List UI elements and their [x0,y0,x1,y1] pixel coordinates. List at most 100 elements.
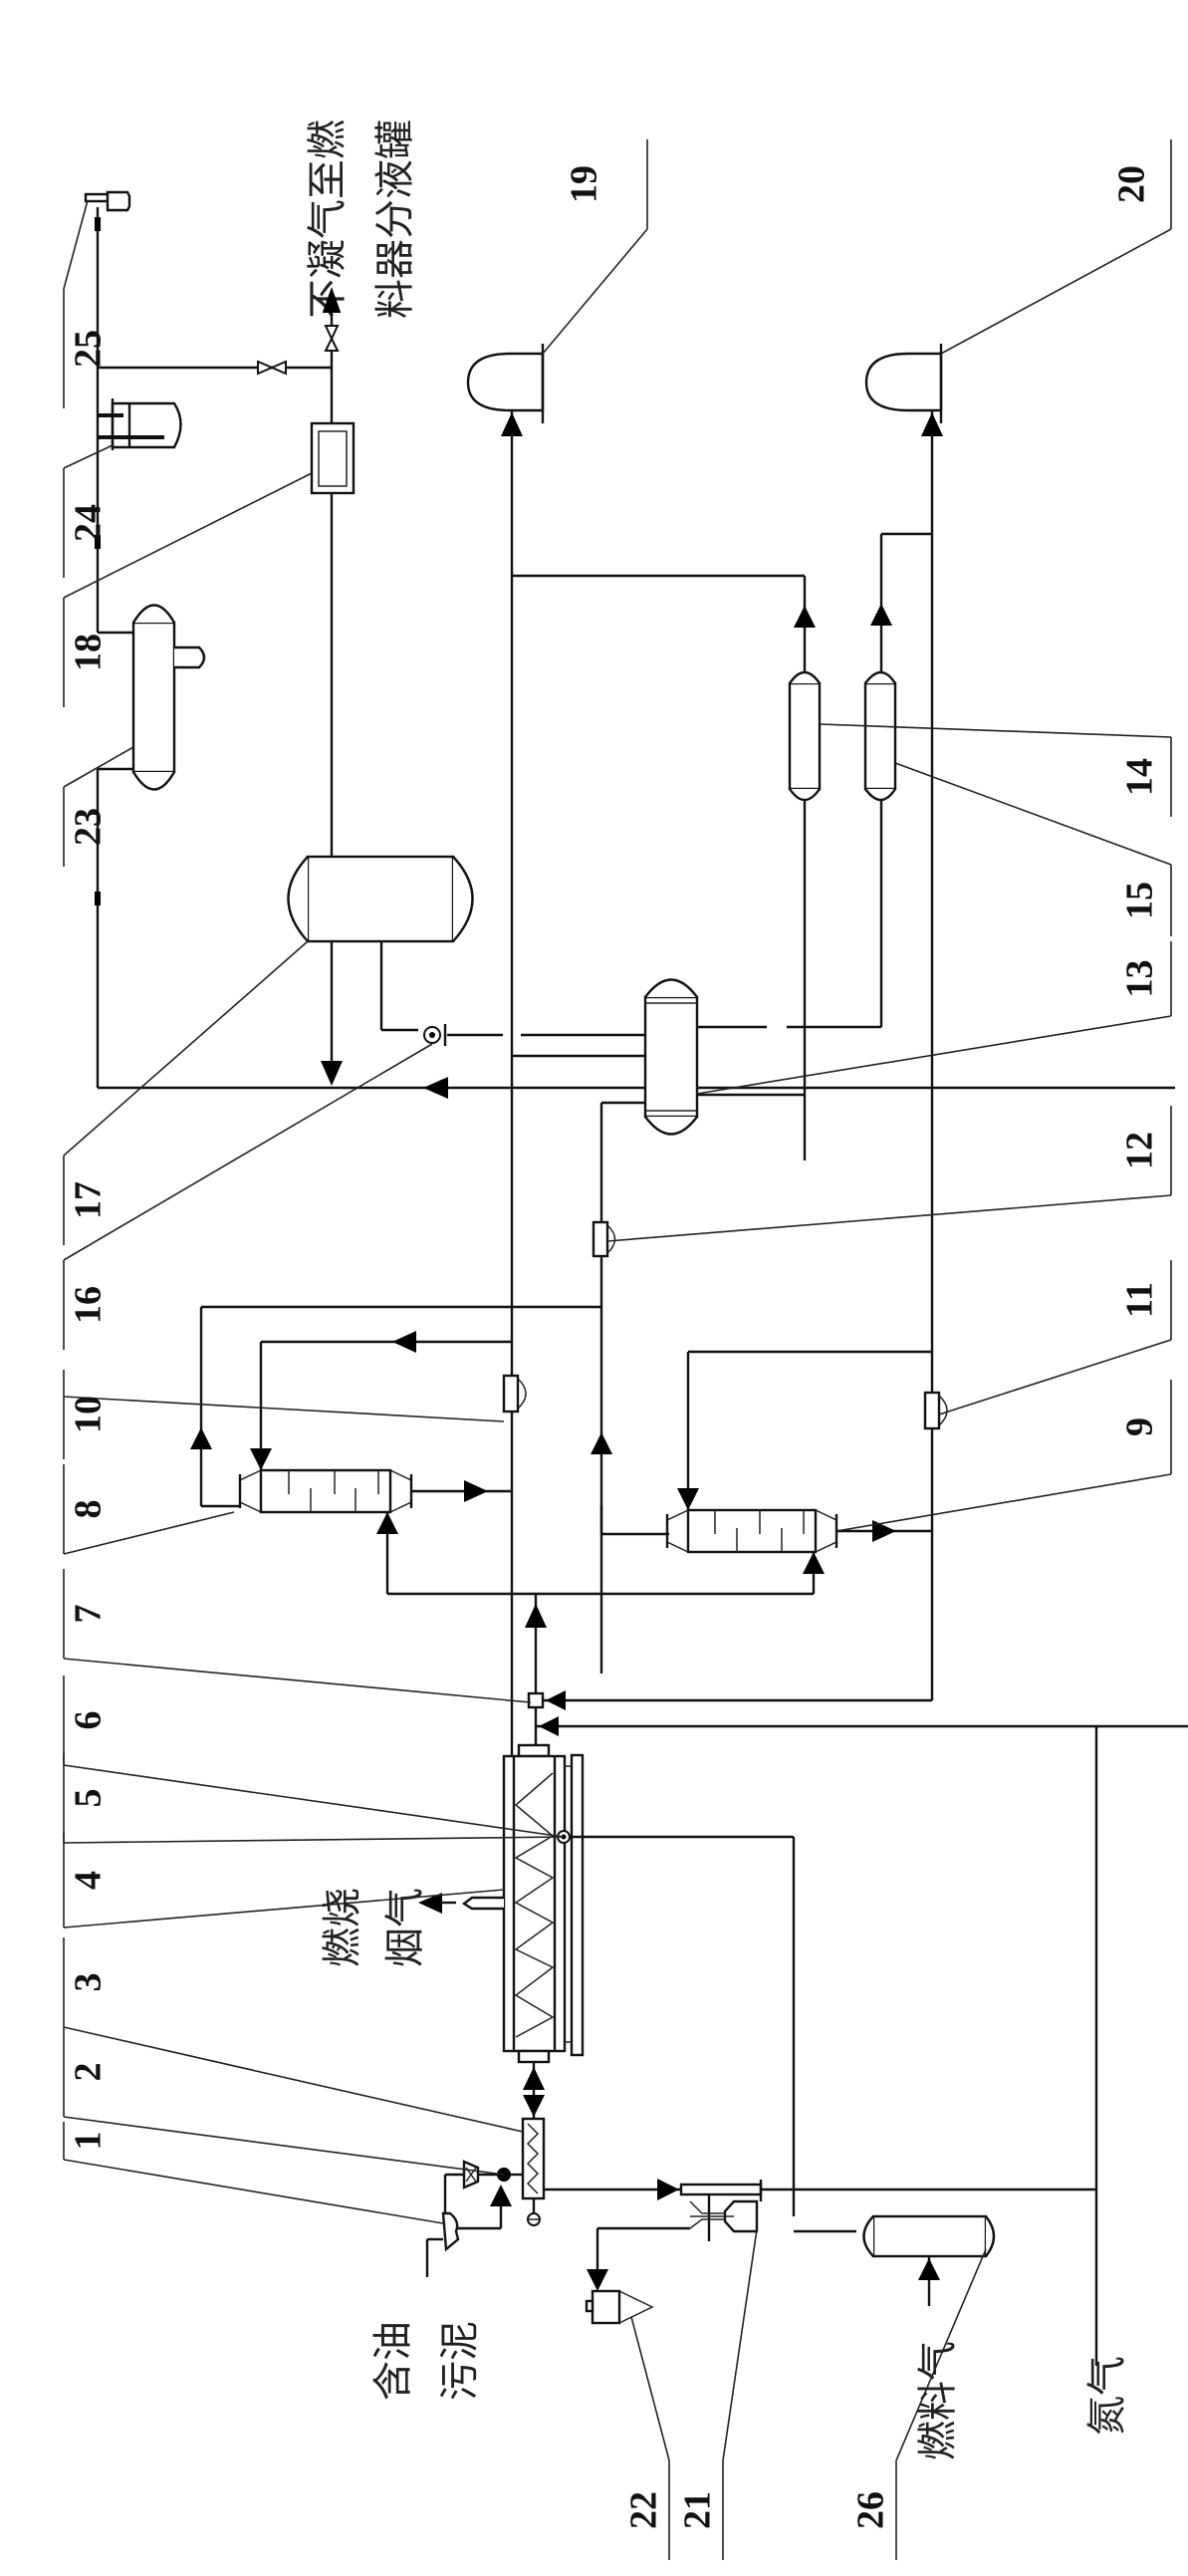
callout-number: 22 [623,2491,665,2529]
leader-line [64,1837,564,1843]
callout-number: 18 [68,634,110,671]
condenser-9 [667,1510,836,1552]
callout-1: 1 [64,2122,443,2223]
arrow-up-icon [870,604,892,626]
callout-11: 11 [939,1260,1171,1415]
pump-16 [424,1024,445,1046]
callout-13: 13 [697,941,1171,1094]
leader-line [64,1659,531,1702]
callout-9: 9 [836,1380,1171,1531]
condenser-8 [240,1470,411,1512]
leader-line [64,1397,504,1421]
arrow-up-icon [918,2258,940,2280]
leader-line [607,1195,1171,1241]
callout-number: 21 [677,2491,719,2529]
pump-11 [925,1393,947,1428]
leader-line [64,2027,523,2132]
callout-number: 8 [68,1500,110,1519]
flame-arrestor-2 [95,892,101,905]
callout-4: 4 [64,1833,504,1928]
callout-24: 24 [64,445,113,578]
arrow-down-icon [250,1448,272,1470]
leader-line [631,2317,669,2460]
arrow-up-icon [803,1552,825,1574]
callout-6: 6 [64,1675,564,1837]
callout-group: 2524182317161087654321192014151312119222… [64,139,1171,2560]
callout-number: 26 [850,2491,892,2529]
arrow-up-icon [591,1432,612,1454]
oil-tank-19 [468,344,543,423]
residue-bin-22 [587,2291,652,2323]
arrow-up-icon [794,606,816,628]
fuel-gas-drum-26 [864,2216,995,2256]
nitrogen-label: 氮气 [1084,2356,1130,2436]
noncondensable-gas-label-line2: 料器分液罐 [372,120,418,319]
leader-line [64,2160,443,2223]
callout-number: 6 [68,1711,110,1730]
noncondensable-gas-label: 不凝气至燃 料器分液罐 [305,120,418,319]
arrow-down-icon [321,1061,343,1086]
callout-number: 23 [68,808,110,846]
buffer-tank-17 [289,857,473,941]
leader-line [723,2229,757,2460]
arrow-down-icon [523,2095,545,2117]
callout-number: 10 [68,1396,110,1433]
drain-valve [528,2213,540,2225]
sludge-pump-1 [443,2213,458,2249]
callout-number: 9 [1119,1417,1161,1436]
mixer-7 [529,1693,543,1707]
knockout-drum-23 [133,606,204,790]
arrow-up-icon [501,412,523,436]
arrow-left-icon [392,1331,416,1353]
callout-19: 19 [543,139,647,354]
callout-number: 20 [1111,165,1153,203]
separator-13 [645,980,697,1135]
flue-outlet [464,1898,504,1909]
arrow-up-icon [376,1512,398,1534]
pump-12 [594,1222,615,1256]
arrow-down-icon [677,1488,699,1510]
noncondensable-gas-label-line1: 不凝气至燃 [305,120,351,319]
oily-sludge-label-line1: 含油 [370,2321,416,2401]
leader-line [941,229,1171,354]
arrow-right-icon [464,1480,488,1502]
callout-7: 7 [64,1569,531,1702]
callout-number: 25 [68,330,110,368]
callout-8: 8 [64,1464,234,1554]
filter-14 [790,672,820,800]
screw-feeder-4 [523,2119,544,2198]
feed-valve-2 [464,2162,478,2188]
callout-number: 4 [68,1871,110,1890]
callout-number: 14 [1119,758,1161,796]
leader-line [64,445,113,468]
callout-number: 2 [68,2063,110,2082]
callout-number: 1 [68,2132,110,2151]
water-seal-24 [98,398,181,450]
callout-3: 3 [64,1937,523,2132]
pump-10 [504,1376,526,1412]
callout-5: 5 [64,1753,564,1843]
residue-discharger-21 [681,2180,761,2241]
arrow-up-icon [525,1604,547,1628]
callout-number: 17 [68,1181,110,1219]
callout-number: 12 [1119,1132,1161,1169]
flue-gas-label: 燃烧 烟气 [320,1888,428,1967]
arrow-right-icon [657,2179,679,2200]
callout-number: 5 [68,1789,110,1808]
callout-number: 19 [564,165,605,203]
callout-16: 16 [64,1044,432,1350]
leader-line [697,1016,1171,1094]
flue-gas-label-line1: 燃烧 [320,1888,365,1967]
callout-20: 20 [941,139,1171,354]
water-tank-20 [866,344,941,423]
leader-line [939,1340,1171,1415]
arrow-up-icon [921,412,943,436]
leader-line [836,1474,1171,1531]
callout-number: 7 [68,1605,110,1624]
callout-17: 17 [64,941,308,1245]
callout-number: 16 [68,1286,110,1324]
callout-10: 10 [64,1370,504,1459]
filter-15 [865,672,895,800]
gas-meter-18 [312,423,354,493]
